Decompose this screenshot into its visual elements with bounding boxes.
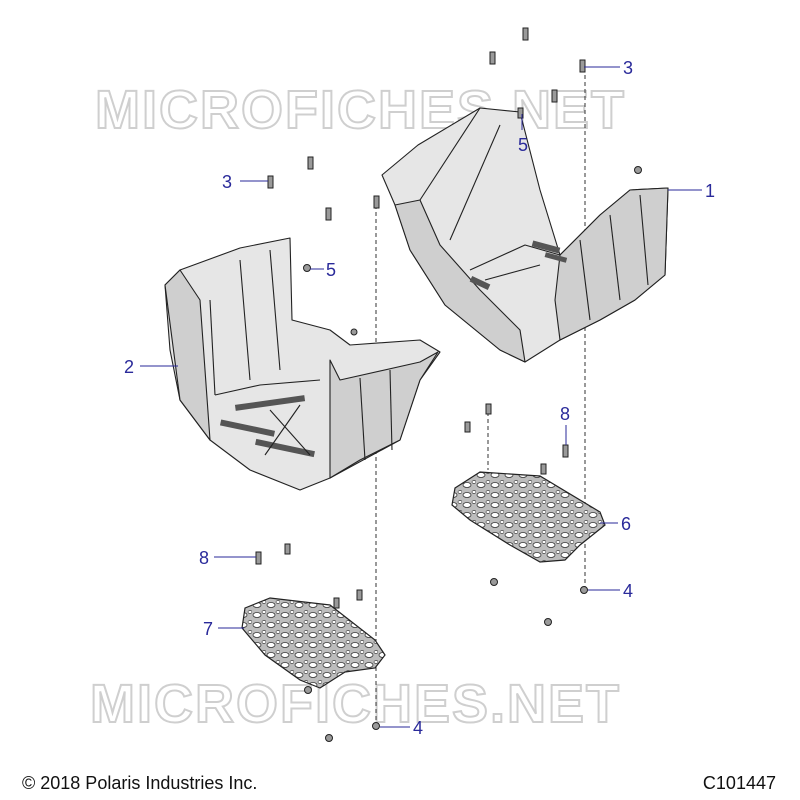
diagram-id-label: C101447 [702, 773, 776, 793]
watermark-bottom: MICROFICHES.NET [90, 674, 621, 734]
nut-icon [372, 722, 380, 730]
nut-icon [544, 618, 552, 626]
nut-icon [303, 264, 311, 272]
bolt-icon [267, 175, 274, 189]
bolt-icon [325, 207, 332, 221]
bolt-icon [551, 89, 558, 103]
left-footwell-part [164, 237, 441, 491]
right-footrest-plate [451, 471, 606, 563]
nut-icon [304, 686, 312, 694]
svg-text:2: 2 [124, 357, 134, 377]
callout-8-right: 8 [560, 404, 570, 445]
svg-text:1: 1 [705, 181, 715, 201]
svg-text:4: 4 [413, 718, 423, 738]
svg-text:6: 6 [621, 514, 631, 534]
svg-text:4: 4 [623, 581, 633, 601]
callout-7: 7 [203, 619, 244, 639]
callout-5-right: 5 [518, 114, 528, 155]
bolt-icon [579, 59, 586, 73]
callout-3-upper-right: 3 [584, 58, 633, 78]
bolt-icon [522, 27, 529, 41]
svg-text:7: 7 [203, 619, 213, 639]
copyright-text: © 2018 Polaris Industries Inc. [22, 773, 258, 793]
fasteners [255, 27, 642, 742]
callout-6: 6 [600, 514, 631, 534]
bolt-icon [485, 403, 492, 415]
callout-8-left: 8 [199, 548, 256, 568]
svg-text:8: 8 [560, 404, 570, 424]
bolt-icon [540, 463, 547, 475]
svg-text:5: 5 [518, 135, 528, 155]
bolt-icon [373, 195, 380, 209]
nut-icon [580, 586, 588, 594]
callout-3-left: 3 [222, 172, 268, 192]
watermark-top: MICROFICHES.NET [95, 80, 626, 140]
nut-icon [634, 166, 642, 174]
bolt-icon [284, 543, 291, 555]
bolt-icon [464, 421, 471, 433]
bolt-icon [307, 156, 314, 170]
left-footrest-plate [241, 597, 386, 689]
bolt-icon [333, 597, 340, 609]
callout-5-left: 5 [310, 260, 336, 280]
callout-1: 1 [668, 181, 715, 201]
svg-text:8: 8 [199, 548, 209, 568]
nut-icon [325, 734, 333, 742]
bolt-icon [255, 551, 262, 565]
right-footwell-part [381, 107, 669, 363]
callout-4-bottom: 4 [380, 718, 423, 738]
bolt-icon [356, 589, 363, 601]
nut-icon [490, 578, 498, 586]
callout-4-right: 4 [588, 581, 633, 601]
svg-text:5: 5 [326, 260, 336, 280]
svg-text:3: 3 [623, 58, 633, 78]
bolt-icon [517, 107, 524, 119]
nut-icon [350, 328, 358, 336]
bolt-icon [562, 444, 569, 458]
callout-2: 2 [124, 357, 178, 377]
svg-text:3: 3 [222, 172, 232, 192]
bolt-icon [489, 51, 496, 65]
